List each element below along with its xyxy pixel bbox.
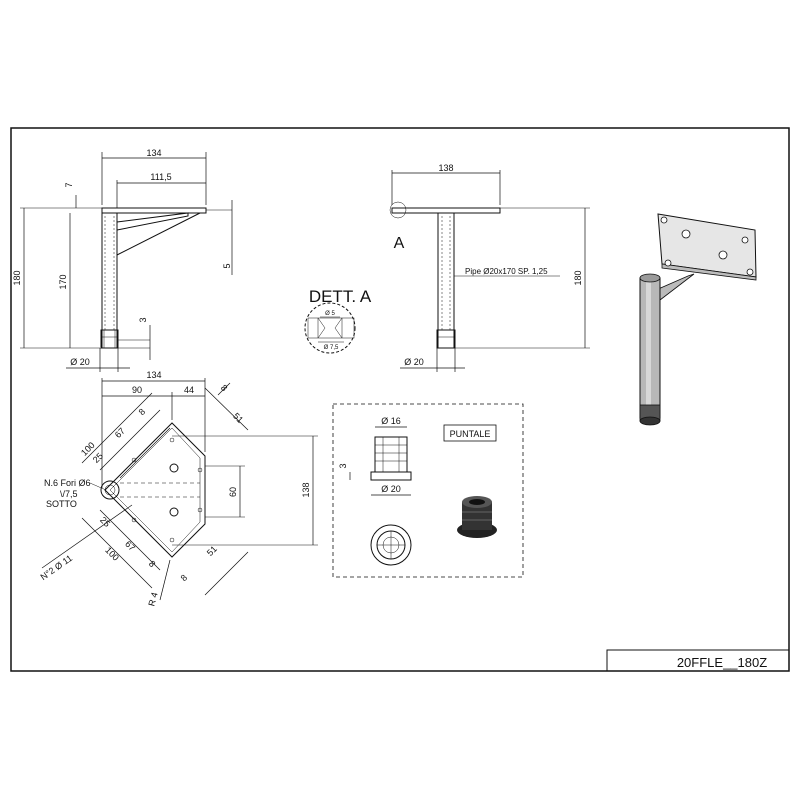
dim-8-top: 8: [219, 383, 230, 394]
holes-note-2: \/7,5: [60, 489, 78, 499]
dim-8-inner-bot: 8: [147, 559, 158, 570]
dim-r4: R 4: [146, 591, 159, 607]
puntale-dim-3: 3: [338, 463, 348, 468]
dim-138-front: 138: [438, 163, 453, 173]
front-view: 138 180 Pipe Ø20x170 SP. 1,25 A Ø 20: [389, 163, 590, 372]
isometric-view: [639, 213, 757, 426]
puntale-label-box: [443, 424, 497, 442]
detail-dim-5: Ø 5: [325, 311, 335, 317]
title-block: 20FFLE__180Z: [606, 649, 789, 671]
dim-67-bot: 67: [123, 539, 137, 553]
drawing-code: 20FFLE__180Z: [677, 655, 767, 670]
dim-180: 180: [12, 270, 22, 285]
dim-diameter-20-side: Ø 20: [70, 357, 90, 367]
dim-134-plan: 134: [146, 370, 161, 380]
holes-note-3: SOTTO: [46, 499, 77, 509]
dim-134: 134: [146, 148, 161, 158]
holes-n2: N°2 Ø 11: [38, 553, 74, 582]
dim-60: 60: [228, 487, 238, 497]
dim-5: 5: [222, 263, 232, 268]
dim-100-bot: 100: [103, 545, 121, 563]
dim-8-inner-top: 8: [137, 407, 148, 418]
dim-25-top: 25: [91, 451, 105, 465]
dim-3: 3: [138, 317, 148, 322]
dim-170: 170: [58, 274, 68, 289]
detail-marker-a: A: [394, 235, 405, 252]
puntale-section: PUNTALE Ø 16 3 Ø 20: [332, 403, 524, 578]
dim-51-top: 51: [231, 411, 245, 425]
dim-180-front: 180: [573, 270, 583, 285]
detail-dim-7-5: Ø 7,5: [324, 345, 339, 351]
dim-diameter-20-front: Ø 20: [404, 357, 424, 367]
drawing-border: [10, 127, 790, 672]
holes-note-1: N.6 Fori Ø6: [44, 478, 91, 488]
dim-90: 90: [132, 385, 142, 395]
dim-111-5: 111,5: [150, 172, 171, 182]
detail-a: DETT. A Ø 5 Ø 7,5: [304, 287, 372, 354]
dim-8-bot: 8: [179, 573, 190, 584]
puntale-label: PUNTALE: [450, 429, 491, 439]
puntale-3d-icon: [457, 496, 497, 538]
dim-138-plan: 138: [301, 482, 311, 497]
dim-44: 44: [184, 385, 194, 395]
plan-view: 134 90 44 100 67 25 8 8 51 60 138 25 67 …: [38, 370, 318, 607]
puntale-dim-20: Ø 20: [381, 484, 401, 494]
dim-25-bot: 25: [98, 515, 112, 529]
puntale-dim-16: Ø 16: [381, 416, 401, 426]
side-view: 134 111,5 7 180 170 5 3 Ø 20: [12, 148, 233, 372]
dim-67-top: 67: [113, 426, 127, 440]
pipe-label: Pipe Ø20x170 SP. 1,25: [465, 267, 548, 276]
detail-a-title: DETT. A: [309, 287, 372, 306]
dim-51-bot: 51: [205, 544, 219, 558]
dim-7: 7: [64, 182, 74, 187]
